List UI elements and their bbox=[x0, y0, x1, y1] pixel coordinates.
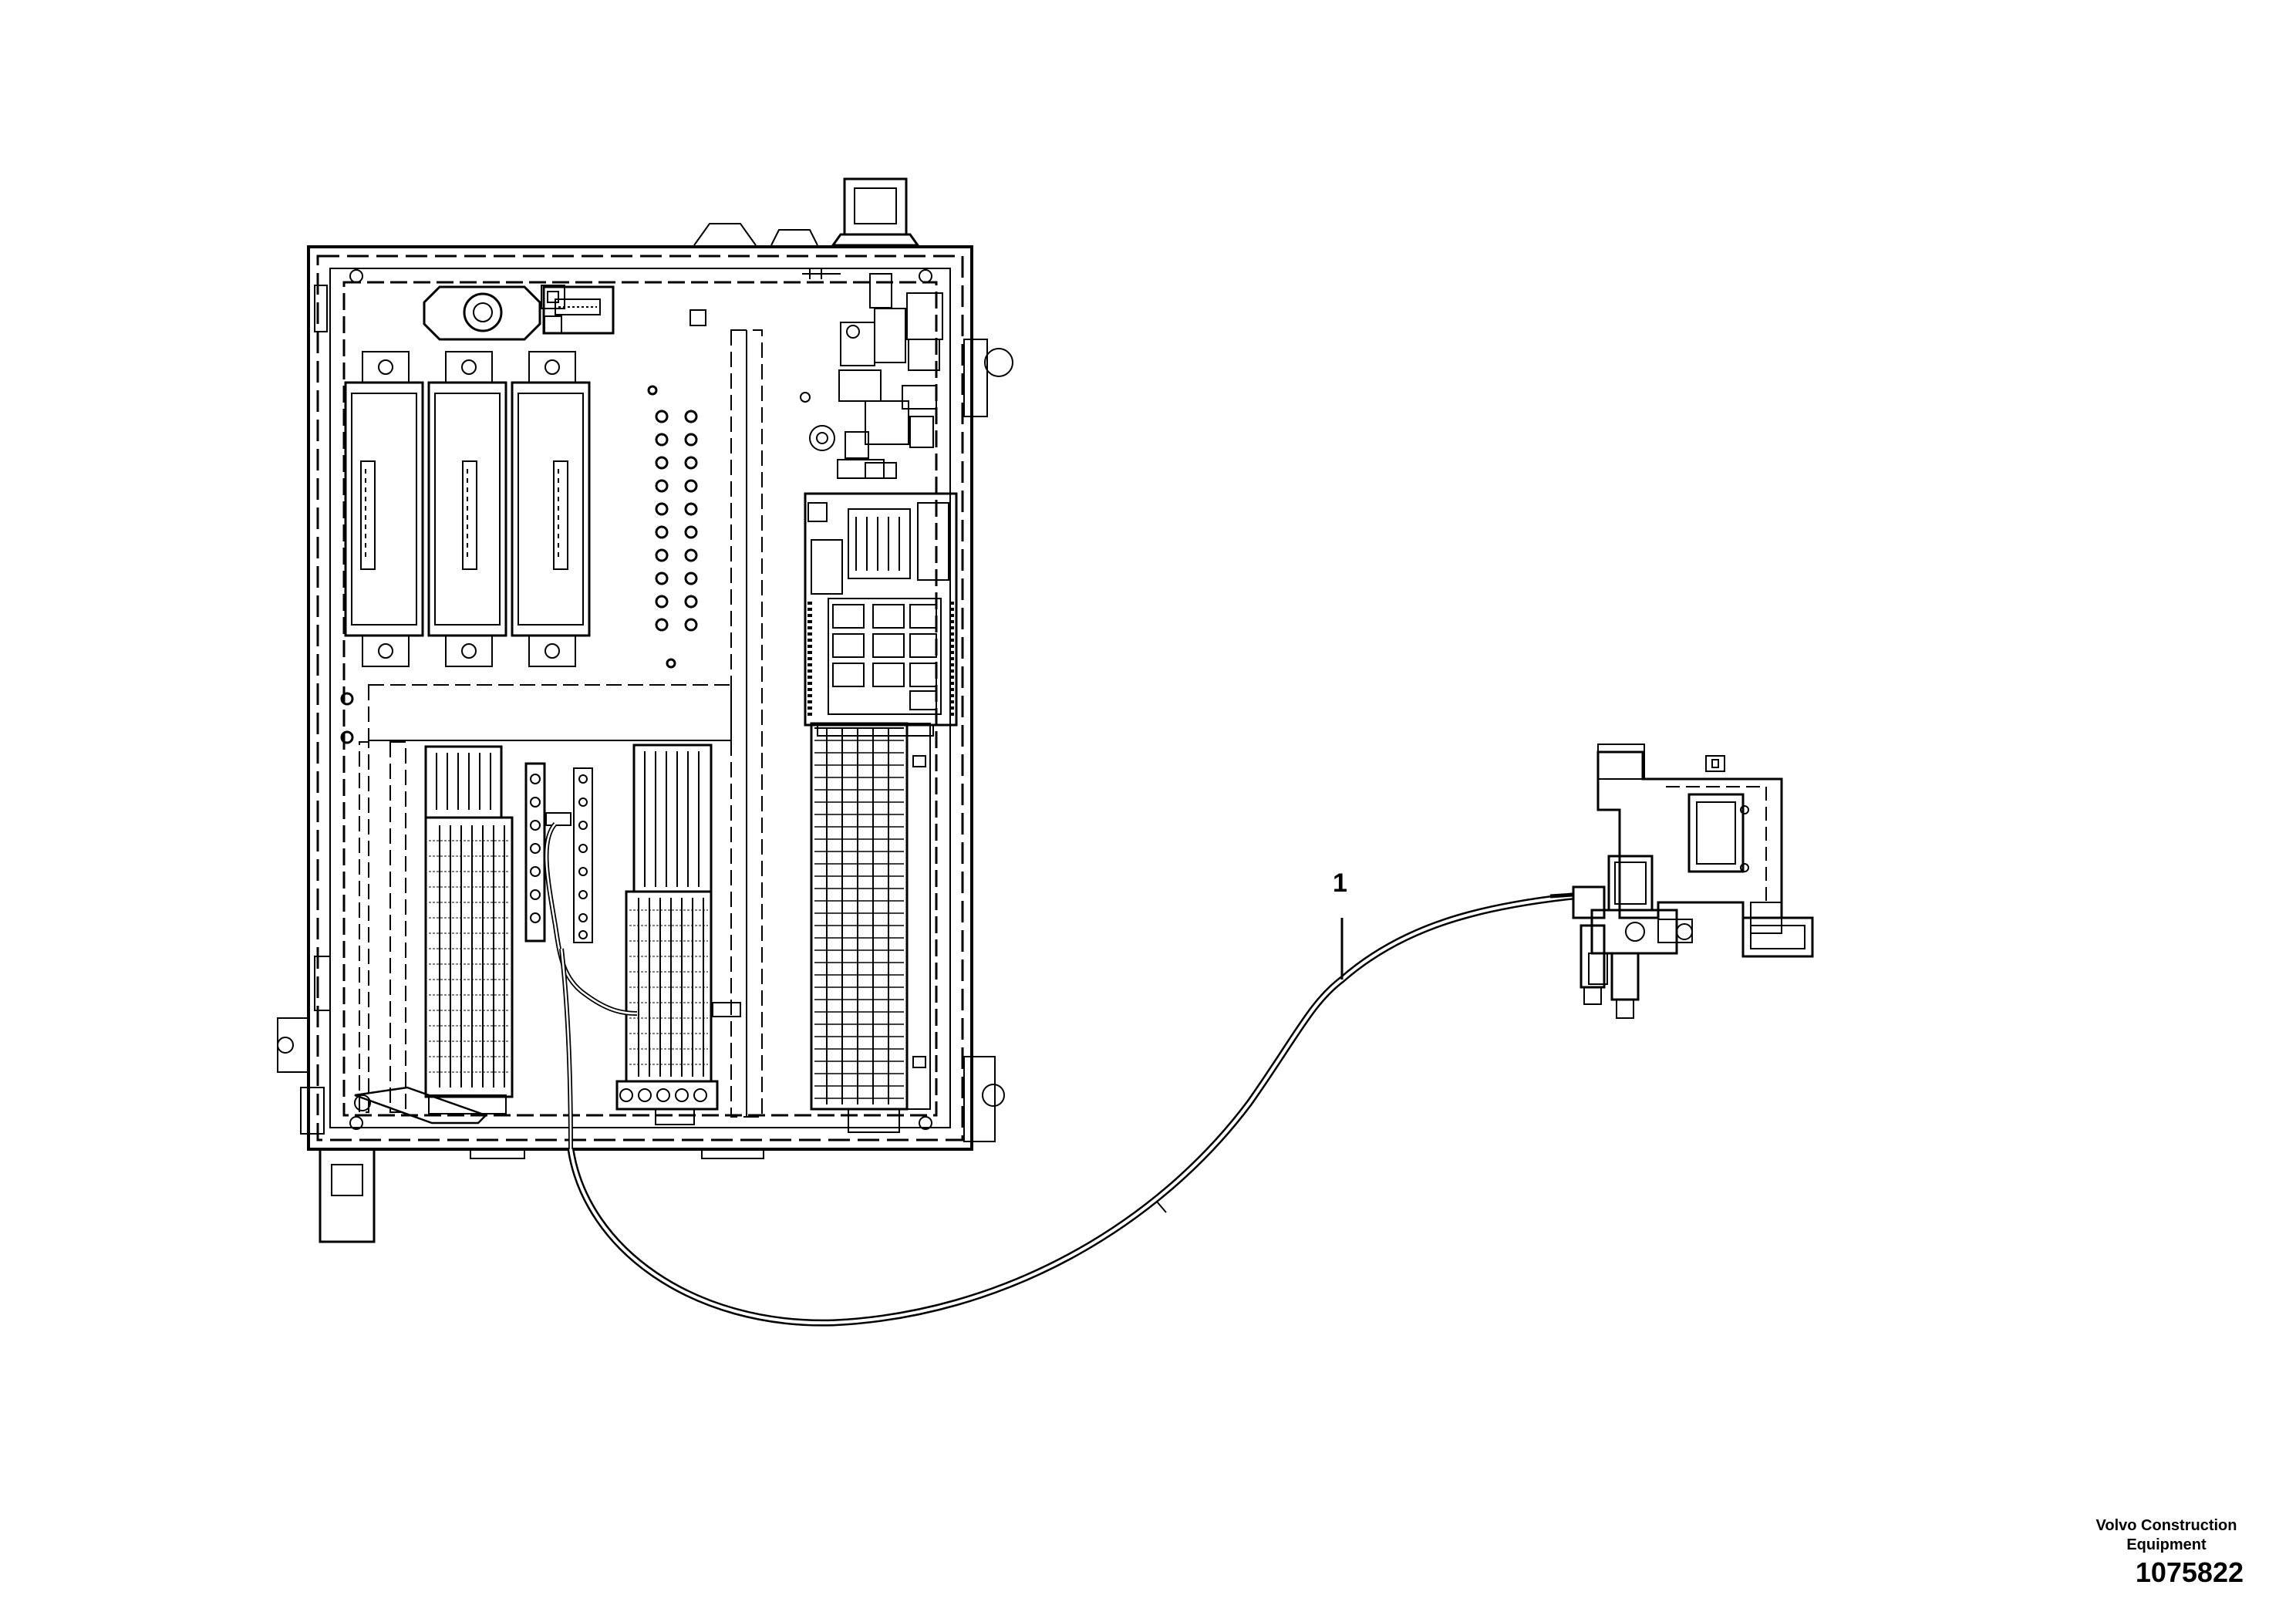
relay-cluster bbox=[800, 273, 943, 479]
grommet-column bbox=[340, 385, 698, 744]
brand-logo-text: Volvo Construction Equipment bbox=[2066, 1516, 2267, 1555]
ground-bar bbox=[524, 762, 593, 943]
cable-harness bbox=[567, 892, 1574, 1327]
terminal-strip-right bbox=[810, 722, 931, 1133]
electrical-cabinet bbox=[277, 177, 1013, 1243]
ecu-module bbox=[427, 351, 507, 667]
terminal-block-left bbox=[424, 745, 514, 1114]
brand-line-2: Equipment bbox=[2126, 1536, 2207, 1553]
ecu-module bbox=[344, 351, 424, 667]
document-number: 1075822 bbox=[2135, 1556, 2244, 1588]
valve-assembly bbox=[1549, 744, 1814, 1019]
ecu-module-row bbox=[344, 351, 591, 667]
fuse-relay-center bbox=[804, 492, 958, 737]
ecu-module bbox=[511, 351, 591, 667]
brand-line-1: Volvo Construction bbox=[2095, 1517, 2237, 1534]
terminal-block-middle bbox=[615, 744, 741, 1125]
callout-label-1: 1 bbox=[1333, 868, 1347, 898]
